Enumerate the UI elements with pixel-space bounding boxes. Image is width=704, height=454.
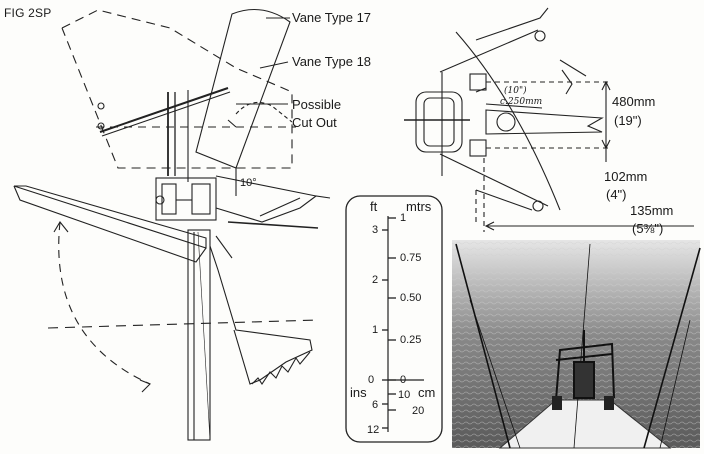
scale-mtrs-header: mtrs <box>406 199 432 214</box>
vane-18-label: Vane Type 18 <box>292 54 372 69</box>
scale-ft-3: 3 <box>372 224 379 236</box>
scale-cm-20: 20 <box>412 405 425 417</box>
photo-stern-view <box>452 240 701 449</box>
possible-label: Possible <box>292 97 342 112</box>
vane-17-label: Vane Type 17 <box>292 10 372 25</box>
vane-18-outline <box>61 9 293 169</box>
scale-ft-0: 0 <box>368 374 375 386</box>
dim-102-in: (4") <box>606 187 627 202</box>
scale-box <box>345 195 443 443</box>
scale-ft-2: 2 <box>372 274 379 286</box>
scale-cm-10: 10 <box>398 389 411 401</box>
scale-m-0: 0 <box>400 374 407 386</box>
scale-m-050: 0.50 <box>400 292 422 304</box>
scale-m-1: 1 <box>400 212 407 224</box>
cut-out-label: Cut Out <box>292 115 337 130</box>
scale-m-025: 0.25 <box>400 334 422 346</box>
dim-480-mm: 480mm <box>612 94 656 109</box>
scale-ft-1: 1 <box>372 324 379 336</box>
vane-17-outline <box>195 8 291 169</box>
scale-in-12: 12 <box>367 424 380 436</box>
handwritten-inches: (10") <box>504 86 527 96</box>
scale-cm-header: cm <box>418 385 436 400</box>
dim-135-in: (5⅜") <box>632 221 664 236</box>
scale-ins-header: ins <box>350 385 367 400</box>
scale-in-6: 6 <box>372 399 379 411</box>
angle-label: 10° <box>240 177 257 189</box>
dim-480-in: (19") <box>614 113 642 128</box>
dim-102-mm: 102mm <box>604 169 648 184</box>
scale-m-075: 0.75 <box>400 252 422 264</box>
scale-ft-header: ft <box>370 199 378 214</box>
cut-out-line <box>235 101 293 123</box>
figure-label: FIG 2SP <box>4 6 52 20</box>
handwritten-mm: c.250mm <box>500 97 543 107</box>
dim-135-mm: 135mm <box>630 203 674 218</box>
